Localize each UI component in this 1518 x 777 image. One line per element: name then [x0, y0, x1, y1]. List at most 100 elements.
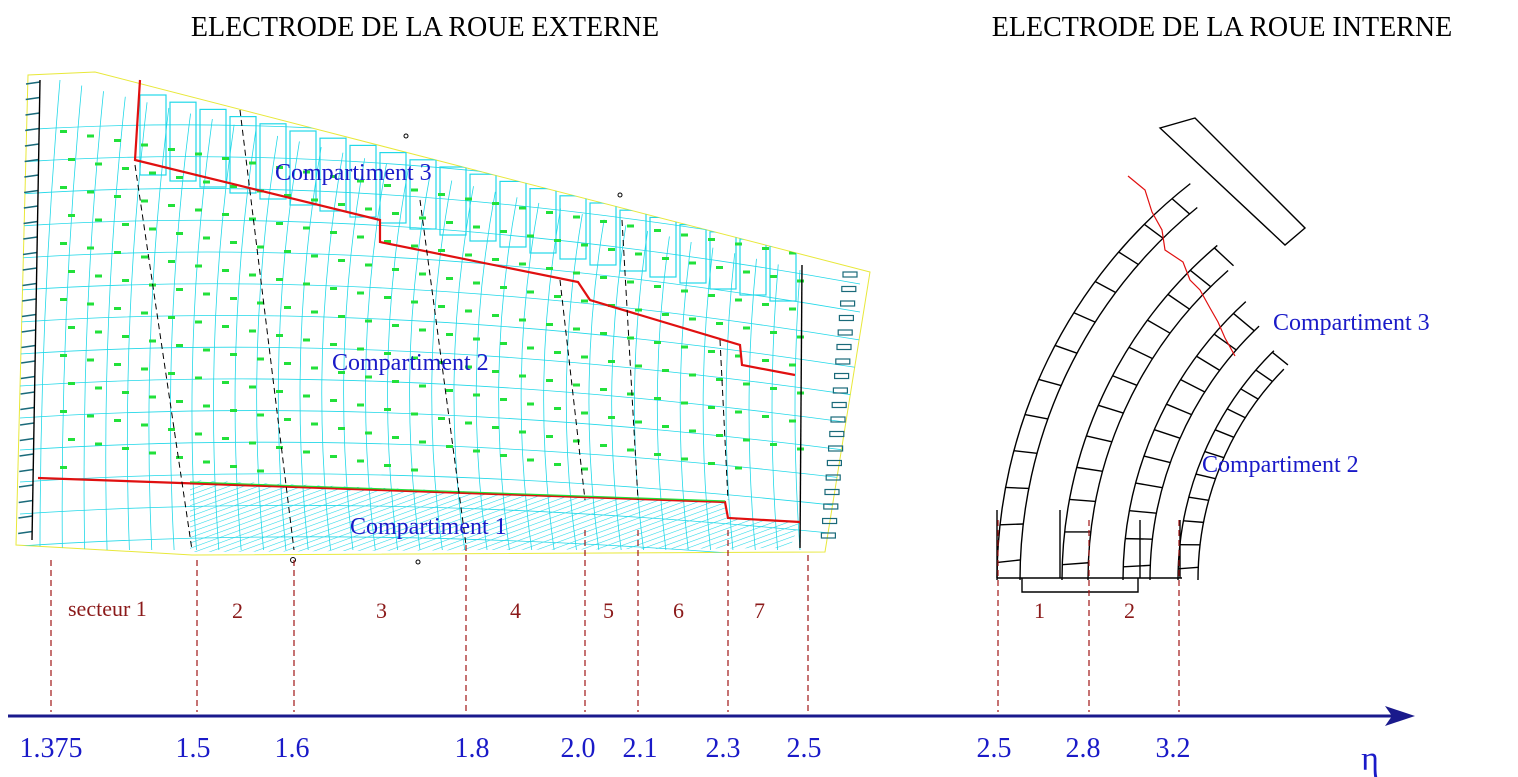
connector-pad [832, 387, 849, 394]
pad [419, 440, 426, 444]
pad [95, 442, 102, 446]
pad [581, 355, 588, 359]
eta-tick-28: 2.8 [1066, 733, 1101, 764]
pad [384, 184, 391, 187]
pad [95, 274, 102, 278]
pad [662, 313, 669, 316]
pad [789, 419, 796, 423]
pad [68, 438, 75, 441]
pad [681, 233, 688, 237]
electrode-strip [61, 85, 83, 551]
left-connector-comb [18, 81, 41, 535]
pad [797, 279, 804, 283]
pad [681, 457, 688, 461]
pad [68, 326, 75, 329]
electrode-strip [725, 253, 736, 551]
compartment-3-boxes [139, 94, 797, 302]
inner-segment-line [1171, 198, 1191, 215]
pad [573, 439, 580, 443]
pad [222, 269, 229, 272]
comp3-box [469, 173, 497, 242]
comb-tooth [19, 422, 35, 426]
comb-tooth [24, 158, 39, 163]
pad [357, 459, 364, 463]
pad [195, 208, 202, 212]
pad [573, 383, 580, 387]
pad [276, 334, 283, 337]
pad [249, 161, 256, 165]
pad [330, 343, 337, 346]
pad [122, 447, 129, 450]
pad [249, 385, 256, 389]
connector-pad [836, 343, 852, 351]
connector-pad [829, 430, 845, 438]
comb-tooth [21, 360, 36, 364]
pad [770, 331, 777, 334]
comb-tooth [18, 484, 34, 488]
pad [195, 264, 202, 268]
pad [311, 366, 318, 370]
inner-segment-line [1094, 280, 1116, 294]
comp3-box [319, 137, 347, 212]
pad [608, 360, 615, 363]
pad [527, 290, 534, 294]
comp3-box [409, 159, 437, 230]
sector-divider [239, 109, 295, 551]
comp3-box [379, 152, 407, 224]
pad [168, 148, 175, 151]
inner-segment-line [1069, 498, 1096, 503]
pad [330, 287, 337, 290]
connector-pad [835, 358, 851, 365]
comb-tooth [25, 112, 40, 116]
comb-tooth [23, 236, 38, 240]
pad [662, 257, 669, 260]
pad [141, 143, 148, 147]
pad [762, 359, 769, 362]
pad [365, 207, 372, 211]
inner-segment-line [1054, 344, 1078, 354]
inner-sector-2-label: 2 [1124, 598, 1135, 623]
pad [195, 432, 202, 436]
pad [789, 363, 796, 367]
comp3-box [259, 123, 287, 200]
inner-segment-line [1135, 482, 1163, 489]
eta-axis-arrowhead [1385, 706, 1415, 726]
pad [303, 394, 310, 398]
inner-segment-line [1129, 509, 1157, 514]
pad [581, 467, 588, 471]
pad [546, 379, 553, 382]
connector-pad [825, 474, 841, 481]
pad [149, 451, 156, 455]
inner-segment-line [1123, 564, 1151, 568]
eta-tick-23: 2.3 [706, 733, 741, 764]
electrode-strip [19, 219, 861, 285]
comb-tooth [24, 189, 39, 194]
pad [357, 347, 364, 351]
boundary-comp3-comp2 [133, 79, 796, 377]
inner-segment-line [1188, 496, 1209, 502]
pad [770, 443, 777, 446]
comp3-box [589, 202, 617, 266]
comb-tooth [22, 298, 37, 302]
electrode-strip [19, 504, 861, 537]
pad [149, 395, 156, 399]
inner-segment-line [1098, 404, 1124, 414]
outer-sector-1-label: secteur 1 [68, 596, 147, 621]
comp3-box [169, 101, 197, 182]
pad [68, 382, 75, 385]
comb-tooth [25, 81, 41, 85]
inner-bottom-bracket [1021, 578, 1139, 593]
pad [338, 315, 345, 318]
pad [122, 391, 129, 394]
pad [689, 317, 696, 321]
pad [68, 270, 75, 273]
outer-wheel-title: ELECTRODE DE LA ROUE EXTERNE [191, 12, 659, 43]
pad [519, 262, 526, 266]
outer-sector-4-label: 4 [510, 598, 521, 623]
pad [284, 362, 291, 365]
pad [168, 204, 175, 207]
pad [357, 403, 364, 407]
pad [311, 254, 318, 258]
inner-compartment-2-label: Compartiment 2 [1202, 452, 1359, 478]
pad [527, 402, 534, 406]
